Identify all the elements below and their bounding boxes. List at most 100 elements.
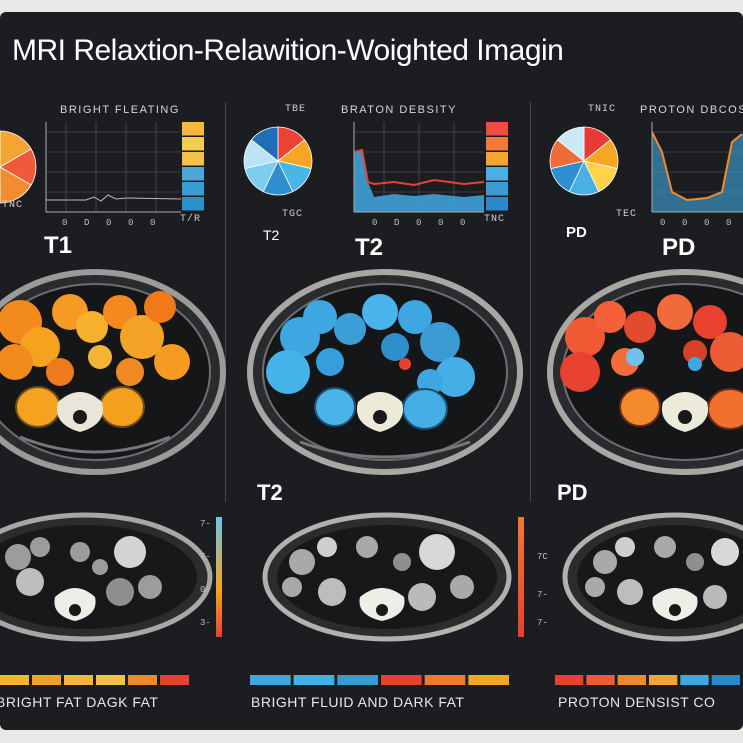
t2-axis-left-label: TGC [282,209,304,220]
t2-grey-scan-image [262,512,512,642]
pd-tick: 0 [726,218,732,228]
t1-grey-scan-image [0,512,213,642]
column-divider [225,102,226,502]
caption-swatch [424,675,466,685]
pd-tick: 0 [704,218,710,228]
t2-caption-bar [250,675,509,685]
caption-swatch [128,675,157,685]
scale-swatch [182,122,204,136]
t1-scan-image [0,269,226,475]
t2-caption: BRIGHT FLUID AND DARK FAT [251,694,465,710]
caption-swatch [468,675,509,685]
t1-line-chart [45,122,182,213]
caption-swatch [32,675,61,685]
scale-swatch [182,197,204,211]
t1-heading: BRIGHT FLEATING [60,104,180,116]
pd-caption-bar [555,675,740,685]
scale-swatch [486,122,508,136]
caption-swatch [617,675,646,685]
pd-line-chart [651,122,743,213]
t1-scale-tick: 3- [200,618,211,628]
scale-swatch [486,197,508,211]
caption-swatch [250,675,291,685]
t2-tick: D [394,218,400,228]
caption-swatch [680,675,709,685]
pd-vertical-scale [518,517,524,637]
t2-mid-label: T2 [257,480,283,505]
scale-swatch [486,167,508,181]
pd-tick: 0 [660,218,666,228]
scale-swatch [182,167,204,181]
t1-scale-tick: 7- [200,552,211,562]
pd-scale-tick: 7C [537,552,548,562]
t2-axis-right-label: TNC [484,214,506,225]
caption-swatch [160,675,189,685]
caption-swatch [586,675,615,685]
t2-tick: 0 [438,218,444,228]
scale-swatch [486,137,508,151]
t2-pie-chart [243,126,313,196]
pd-grey-scan-image [562,512,743,642]
pd-axis-right-label: TEC [616,209,638,220]
t1-signal-line [46,194,182,202]
pd-heading: PROTON DBCOS [640,104,743,116]
t2-scan-image [247,269,523,475]
pd-pie-chart [549,126,619,196]
t1-pie-chart [0,130,37,204]
pd-signal-area [652,132,743,212]
pd-scale-tick: 7- [537,618,548,628]
t1-tissue-blobs [0,291,190,386]
caption-swatch [0,675,29,685]
t1-scale-tick: 7- [200,519,211,529]
column-divider [530,102,531,502]
t2-vessel [399,358,411,370]
t1-tick: 0 [128,218,134,228]
pd-axis-top-label: TNIC [588,104,617,115]
t1-axis-left-label: TNC [2,200,24,211]
caption-swatch [711,675,740,685]
t1-caption-bar [0,675,189,685]
t1-tick: 0 [62,218,68,228]
t1-tick: 0 [150,218,156,228]
caption-swatch [293,675,335,685]
pd-tick: 0 [682,218,688,228]
scale-swatch [486,152,508,166]
t1-label: T1 [44,232,73,259]
pd-scale-tick: 7- [537,590,548,600]
pd-scan-image [547,269,743,475]
caption-swatch [64,675,93,685]
t1-tick: 0 [106,218,112,228]
t1-tick: D [84,218,90,228]
t2-color-scale [486,122,508,211]
t2-small-label: T2 [263,227,280,243]
t2-tick: 0 [460,218,466,228]
pd-tissue-blobs [560,294,743,392]
t2-tissue-blobs [266,294,475,397]
pie-slice [556,126,585,162]
t2-signal-area [354,150,484,212]
t2-line-chart [353,122,485,213]
pd-caption: PROTON DENSIST CO [558,694,716,710]
scale-swatch [182,182,204,196]
t2-signal-line [353,148,485,187]
t2-label: T2 [355,234,384,261]
infographic-board: MRI Relaxtion-Relawition-Woighted Imagin… [0,12,743,730]
caption-swatch [381,675,422,685]
caption-swatch [649,675,678,685]
scale-swatch [182,152,204,166]
caption-swatch [337,675,378,685]
pie-slice [250,126,279,162]
pd-mid-label: PD [557,480,588,505]
t2-tick: 0 [416,218,422,228]
scale-swatch [182,137,204,151]
t2-tick: 0 [372,218,378,228]
t1-axis-right-label: T/R [180,214,202,225]
t2-heading: BRATON DEBSITY [341,104,457,116]
t2-axis-top-label: TBE [285,104,307,115]
scale-swatch [486,182,508,196]
t1-scale-tick: 0- [200,585,211,595]
caption-swatch [96,675,125,685]
t1-caption: BRIGHT FAT DAGK FAT [0,694,159,710]
t1-color-scale [182,122,204,211]
pd-label: PD [662,234,696,261]
